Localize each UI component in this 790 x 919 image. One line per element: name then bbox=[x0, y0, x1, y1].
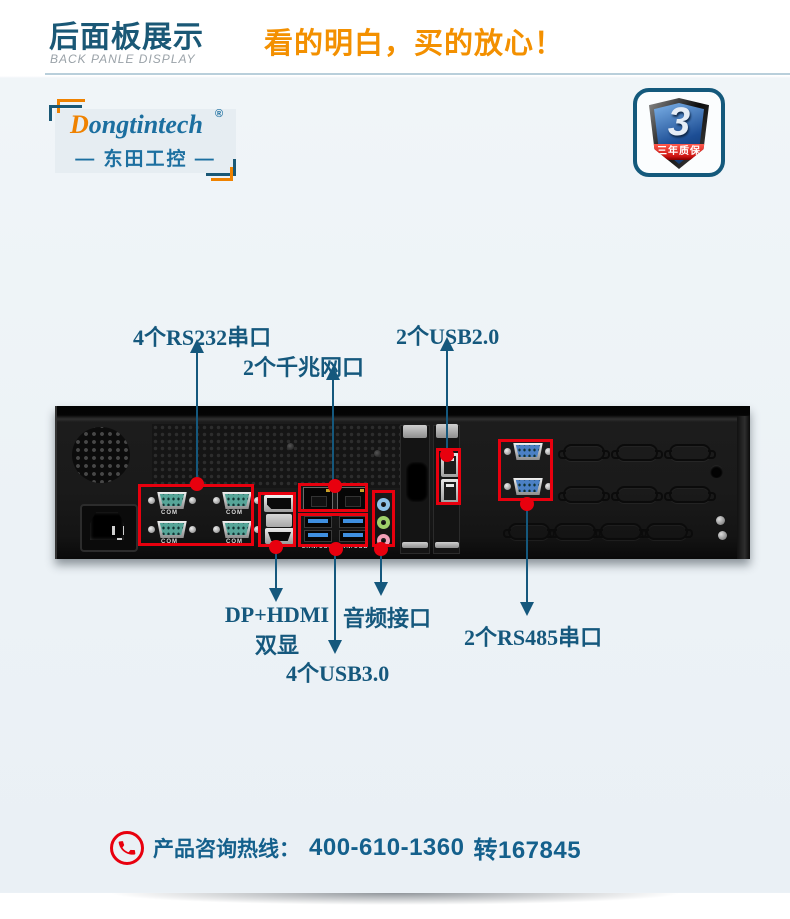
callout-usb2: 2个USB2.0 bbox=[396, 324, 500, 349]
hotline-bar: 产品咨询热线： 400-610-1360 转167845 bbox=[110, 830, 581, 865]
drop-shadow bbox=[30, 893, 760, 909]
brand-initial: D bbox=[70, 110, 89, 139]
warranty-badge: 3 三年质保 bbox=[633, 88, 725, 177]
brand-rest: ongtintech bbox=[88, 110, 203, 139]
callout-dp-hdmi-line1: DP+HDMI bbox=[224, 602, 330, 627]
lan-usb-label: LAN/USB bbox=[337, 544, 369, 550]
com-port-label: COM bbox=[161, 510, 178, 516]
callout-line-dp-hdmi bbox=[275, 551, 277, 589]
highlight-rs232-ports bbox=[138, 484, 254, 546]
arrow-up-icon bbox=[440, 337, 454, 351]
chassis-hole bbox=[710, 465, 723, 478]
com-port bbox=[148, 492, 196, 509]
header-divider bbox=[45, 73, 790, 75]
rs485-port bbox=[504, 478, 552, 495]
screw bbox=[716, 516, 725, 525]
arrow-down-icon bbox=[269, 588, 283, 602]
com-port bbox=[148, 521, 196, 538]
knockout-cutout bbox=[595, 523, 647, 540]
callout-rs232: 4个RS232串口 bbox=[133, 325, 272, 350]
com-port-label: COM bbox=[226, 510, 243, 516]
audio-jack-linein bbox=[377, 498, 390, 511]
brand-logo-panel bbox=[55, 109, 236, 173]
highlight-rs485-ports bbox=[498, 439, 553, 501]
page-title: 后面板展示 bbox=[49, 21, 204, 54]
screw bbox=[287, 443, 294, 450]
db9-cutout bbox=[406, 462, 428, 502]
arrow-up-icon bbox=[326, 366, 340, 380]
usb3-port bbox=[304, 516, 332, 528]
warranty-years: 3 bbox=[667, 100, 691, 144]
knockout-cutout bbox=[549, 523, 601, 540]
hotline-label: 产品咨询热线： bbox=[153, 837, 300, 861]
knockout-cutout bbox=[664, 486, 716, 503]
callout-dot bbox=[190, 477, 204, 491]
callout-dot bbox=[269, 540, 283, 554]
usb3-port bbox=[339, 516, 367, 528]
callout-line-lan bbox=[332, 379, 334, 481]
port-plate bbox=[266, 514, 292, 527]
knockout-cutout bbox=[558, 486, 610, 503]
callout-audio: 音频接口 bbox=[343, 606, 432, 631]
brand-name: Dongtintech bbox=[70, 110, 203, 140]
callout-dot bbox=[440, 448, 454, 462]
displayport bbox=[264, 495, 294, 512]
com-port bbox=[213, 492, 261, 509]
usb2-port bbox=[441, 479, 459, 503]
knockout-cutout bbox=[611, 486, 663, 503]
knockout-cutout bbox=[558, 444, 610, 461]
callout-usb3: 4个USB3.0 bbox=[286, 661, 390, 686]
callout-dot bbox=[520, 497, 534, 511]
page-bottom bbox=[0, 893, 790, 919]
audio-jack-lineout bbox=[377, 516, 390, 529]
power-inlet bbox=[80, 504, 138, 552]
callout-lan: 2个千兆网口 bbox=[243, 355, 365, 380]
arrow-up-icon bbox=[190, 339, 204, 353]
fan-grille bbox=[72, 427, 130, 483]
page-subtitle: BACK PANLE DISPLAY bbox=[50, 52, 196, 66]
callout-line-usb2 bbox=[446, 350, 448, 450]
callout-line-rs232 bbox=[196, 352, 198, 478]
callout-line-audio bbox=[380, 551, 382, 583]
arrow-down-icon bbox=[328, 640, 342, 654]
arrow-down-icon bbox=[520, 602, 534, 616]
registered-mark: ® bbox=[215, 108, 224, 120]
callout-line-rs485 bbox=[526, 510, 528, 603]
arrow-down-icon bbox=[374, 582, 388, 596]
com-port-label: COM bbox=[161, 539, 178, 545]
warranty-ribbon: 三年质保 bbox=[649, 144, 709, 160]
screw bbox=[374, 450, 381, 457]
callout-rs485: 2个RS485串口 bbox=[464, 625, 603, 650]
knockout-cutout bbox=[611, 444, 663, 461]
callout-dp-hdmi-line2: 双显 bbox=[254, 633, 299, 658]
knockout-cutout bbox=[664, 444, 716, 461]
callout-dot bbox=[374, 542, 388, 556]
usb3-port bbox=[339, 530, 367, 542]
phone-icon bbox=[110, 830, 144, 865]
slogan-text: 看的明白，买的放心！ bbox=[264, 28, 565, 60]
knockout-cutout bbox=[641, 523, 693, 540]
callout-line-usb3 bbox=[334, 551, 336, 641]
brand-name-chinese: — 东田工控 — bbox=[75, 149, 216, 170]
hotline-number: 400-610-1360 bbox=[309, 833, 465, 861]
shield-icon: 3 三年质保 bbox=[649, 98, 709, 169]
com-port bbox=[213, 521, 261, 538]
highlight-audio-jacks bbox=[372, 490, 395, 547]
chassis-end-cap bbox=[737, 416, 750, 559]
com-port-label: COM bbox=[226, 539, 243, 545]
lan-usb-label: LAN/USB bbox=[302, 544, 334, 550]
hotline-extension: 转167845 bbox=[473, 837, 582, 864]
rs485-port bbox=[504, 443, 552, 460]
vent-mesh bbox=[152, 424, 400, 488]
screw bbox=[718, 531, 727, 540]
knockout-cutout bbox=[503, 523, 555, 540]
highlight-dp-hdmi-ports bbox=[258, 492, 296, 547]
usb3-port bbox=[304, 530, 332, 542]
callout-dot bbox=[329, 542, 343, 556]
callout-dot bbox=[328, 479, 342, 493]
